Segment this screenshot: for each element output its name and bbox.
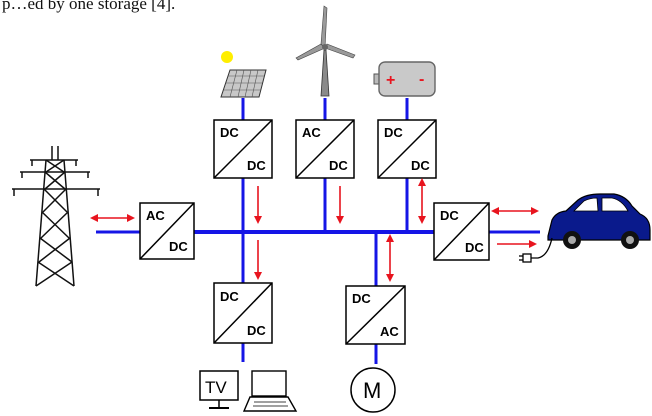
converter-load: DC DC — [213, 282, 273, 344]
converter-motor-top: DC — [352, 291, 371, 306]
converter-ev-top: DC — [440, 208, 459, 223]
converter-grid: AC DC — [139, 202, 195, 260]
battery-icon: + - — [373, 61, 436, 97]
solar-panel-icon — [220, 69, 267, 98]
converter-load-top: DC — [220, 289, 239, 304]
laptop-icon — [242, 370, 298, 412]
caption-fragment: p…ed by one storage [4]. — [2, 0, 176, 13]
sun-icon — [221, 51, 233, 63]
battery-minus-sign: - — [419, 71, 424, 88]
converter-motor-bottom: AC — [380, 324, 399, 339]
converter-ev: DC DC — [433, 202, 490, 261]
dc-bus-lines — [96, 98, 540, 364]
battery-plus-sign: + — [386, 72, 395, 89]
transmission-tower-icon — [12, 146, 100, 287]
tv-label: TV — [205, 378, 227, 397]
converter-wind: AC DC — [295, 119, 355, 179]
motor-label: M — [363, 378, 381, 403]
power-flow-arrows — [90, 178, 539, 282]
converter-wind-bottom: DC — [329, 158, 348, 173]
wind-turbine-icon — [295, 5, 356, 97]
converter-wind-top: AC — [302, 125, 321, 140]
converter-battery-top: DC — [384, 125, 403, 140]
converter-battery-bottom: DC — [411, 158, 430, 173]
converter-grid-top: AC — [146, 208, 165, 223]
charging-plug-icon — [519, 237, 553, 263]
converter-battery: DC DC — [377, 119, 437, 179]
converter-solar: DC DC — [213, 119, 273, 179]
electric-car-icon — [547, 193, 651, 249]
converter-motor: DC AC — [345, 285, 406, 345]
converter-solar-top: DC — [220, 125, 239, 140]
converter-grid-bottom: DC — [169, 239, 188, 254]
tv-icon: TV — [199, 370, 239, 409]
converter-solar-bottom: DC — [247, 158, 266, 173]
converter-load-bottom: DC — [247, 323, 266, 338]
converter-ev-bottom: DC — [465, 240, 484, 255]
motor-icon: M — [350, 367, 396, 413]
